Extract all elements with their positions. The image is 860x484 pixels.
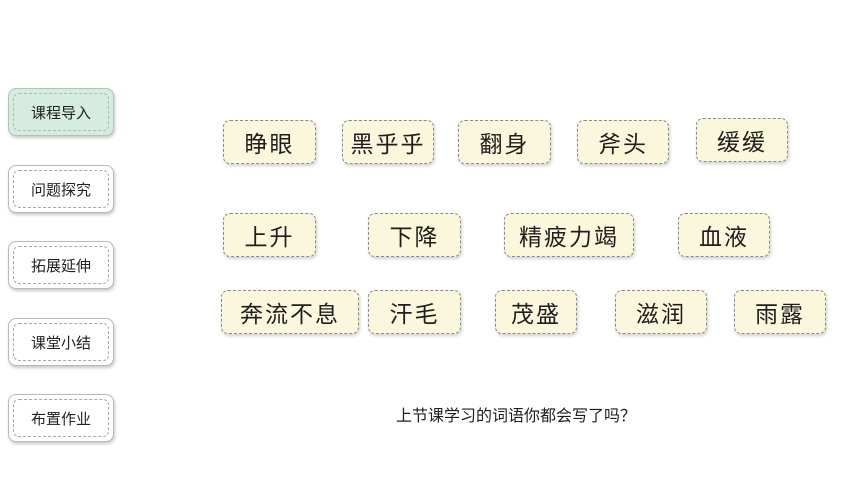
word-card[interactable]: 上升 <box>223 213 316 257</box>
word-card[interactable]: 雨露 <box>734 290 826 334</box>
word-card[interactable]: 下降 <box>368 213 461 257</box>
word-card[interactable]: 茂盛 <box>495 290 577 334</box>
nav-item-label: 课堂小结 <box>13 323 109 361</box>
word-card[interactable]: 滋润 <box>615 290 707 334</box>
nav-item-problem-explore[interactable]: 问题探究 <box>8 165 114 213</box>
nav-item-label: 课程导入 <box>13 93 109 131</box>
word-card[interactable]: 黑乎乎 <box>342 120 434 164</box>
word-card[interactable]: 翻身 <box>458 120 551 164</box>
word-card[interactable]: 汗毛 <box>368 290 461 334</box>
nav-item-label: 布置作业 <box>13 399 109 437</box>
word-card[interactable]: 缓缓 <box>696 118 788 162</box>
nav-item-label: 拓展延伸 <box>13 246 109 284</box>
nav-item-extension[interactable]: 拓展延伸 <box>8 241 114 289</box>
nav-item-label: 问题探究 <box>13 170 109 208</box>
word-card[interactable]: 斧头 <box>577 120 669 164</box>
word-card[interactable]: 睁眼 <box>223 120 316 164</box>
nav-item-summary[interactable]: 课堂小结 <box>8 318 114 366</box>
word-card[interactable]: 精疲力竭 <box>504 213 634 257</box>
nav-item-course-intro[interactable]: 课程导入 <box>8 88 114 136</box>
word-card[interactable]: 血液 <box>678 213 770 257</box>
nav-item-homework[interactable]: 布置作业 <box>8 394 114 442</box>
word-card[interactable]: 奔流不息 <box>221 290 359 334</box>
prompt-question: 上节课学习的词语你都会写了吗？ <box>396 406 637 425</box>
